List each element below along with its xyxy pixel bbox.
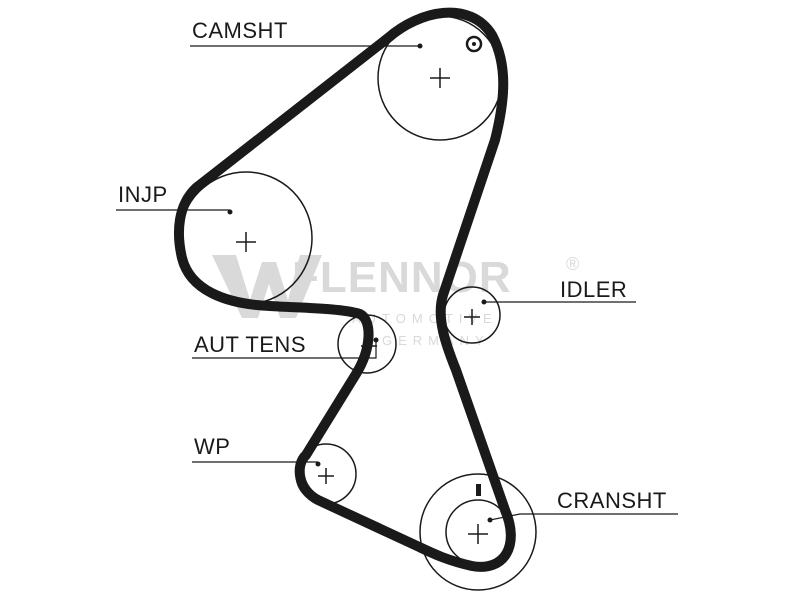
label-idler: IDLER [560,277,627,302]
crankshaft-timing-mark-icon [476,484,481,496]
label-water-pump: WP [194,434,230,459]
label-auto-tensioner: AUT TENS [194,332,306,357]
camshaft-center-icon [430,68,450,88]
crankshaft-pulley [419,473,537,591]
camshaft-timing-mark-icon [465,35,483,53]
label-camshaft: CAMSHT [192,18,288,43]
crankshaft-leader [489,513,678,521]
camshaft-pulley [377,15,503,141]
labels: CAMSHT INJP IDLER AUT TENS WP CRANSHT [118,18,667,513]
watermark-line1: AUTOMOTIVE [352,311,498,326]
injection-pump-center-icon [236,232,256,252]
crankshaft-center-icon [468,524,488,544]
injection-pump-pulley [179,171,313,305]
watermark-registered: ® [566,254,579,274]
timing-belt [173,7,516,572]
label-crankshaft: CRANSHT [557,488,667,513]
watermark-brand: FLENNOR [292,253,512,302]
water-pump-center-icon [318,468,334,484]
auto-tensioner-leader [192,340,377,359]
leader-lines [116,45,678,521]
label-injection-pump: INJP [118,182,168,207]
watermark-line2: GERMANY [382,333,490,348]
water-pump-pulley [295,443,357,505]
auto-tensioner-center-icon [361,338,377,354]
idler-center-icon [464,309,480,325]
